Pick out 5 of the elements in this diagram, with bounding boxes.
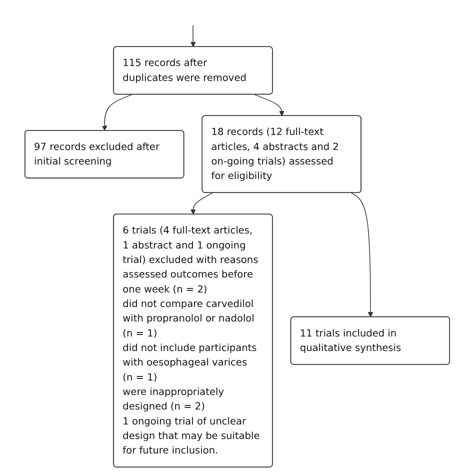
arrow: [254, 94, 284, 116]
arrow: [190, 24, 196, 48]
arrow: [350, 192, 373, 318]
arrow: [190, 192, 213, 215]
arrow: [102, 94, 132, 131]
